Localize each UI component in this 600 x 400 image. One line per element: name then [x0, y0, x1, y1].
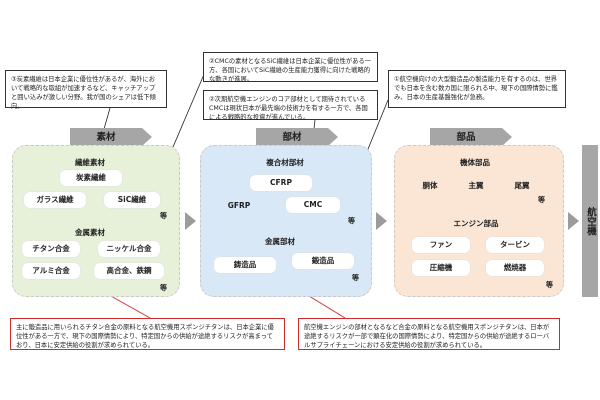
carbon-fiber-box: 炭素繊維: [60, 170, 122, 186]
note-cmc: ②次期航空機エンジンのコア部材として期待されているCMCは現状日本が最先端の技術…: [203, 90, 378, 121]
note-sponge-titanium-right: 航空機エンジンの部材となるなど合金の原料となる航空機用スポンジチタンは、日本が途…: [298, 318, 560, 350]
engine-parts-title: エンジン部品: [453, 219, 499, 228]
parts-etc-2: 等: [546, 281, 553, 289]
header-parts: 部品: [430, 128, 512, 147]
note-sic-fiber: ②CMCの素材となるSiC繊維は日本企業に優位性がある一方、各国においてSiC繊…: [203, 52, 378, 83]
cfrp-box: CFRP: [250, 175, 312, 191]
metal-materials-title: 金属素材: [75, 228, 105, 237]
metal-components-title: 金属部材: [265, 237, 295, 246]
main-wing-label: 主翼: [468, 181, 484, 190]
header-components: 部材: [256, 128, 338, 147]
flow-arrow-3: [568, 212, 579, 230]
header-materials: 素材: [70, 128, 152, 147]
note-carbon-fiber: ③炭素繊維は日本企業に優位性があるが、海外において戦略的な取組が加速するなど、キ…: [5, 70, 167, 110]
materials-etc-2: 等: [160, 284, 167, 292]
flow-arrow-2: [376, 212, 387, 230]
nickel-alloy-box: ニッケル合金: [98, 241, 160, 257]
aluminum-alloy-box: アルミ合金: [22, 263, 80, 279]
fan-box: ファン: [412, 237, 470, 253]
composite-components-title: 複合材部材: [266, 158, 304, 167]
high-alloy-steel-box: 高合金、鉄鋼: [94, 263, 164, 279]
airframe-parts-title: 機体部品: [460, 158, 490, 167]
note-sponge-titanium-left: 主に鍛造品に用いられるチタン合金の原料となる航空機用スポンジチタンは、日本企業に…: [10, 318, 285, 350]
aircraft-final-product: 航空機: [582, 145, 598, 297]
cmc-box: CMC: [286, 197, 340, 213]
casting-box: 鋳造品: [214, 257, 276, 273]
parts-etc-1: 等: [538, 196, 545, 204]
flow-arrow-1: [185, 212, 196, 230]
gfrp-label: GFRP: [227, 201, 251, 210]
combustor-box: 燃焼器: [486, 260, 544, 276]
turbine-box: タービン: [486, 237, 544, 253]
compressor-box: 圧縮機: [412, 260, 470, 276]
components-etc-2: 等: [352, 274, 359, 282]
forging-box: 鍛造品: [292, 253, 354, 269]
fuselage-label: 胴体: [422, 181, 438, 190]
glass-fiber-box: ガラス繊維: [24, 192, 86, 208]
materials-etc-1: 等: [160, 212, 167, 220]
tail-wing-label: 尾翼: [514, 181, 530, 190]
sic-fiber-box: SiC繊維: [104, 192, 160, 208]
note-forging: ①航空機向けの大型鍛造品の製造能力を有するのは、世界でも日本を含む数カ国に限られ…: [388, 70, 566, 108]
components-etc-1: 等: [348, 217, 355, 225]
titanium-alloy-box: チタン合金: [22, 241, 80, 257]
fiber-materials-title: 繊維素材: [75, 158, 105, 167]
